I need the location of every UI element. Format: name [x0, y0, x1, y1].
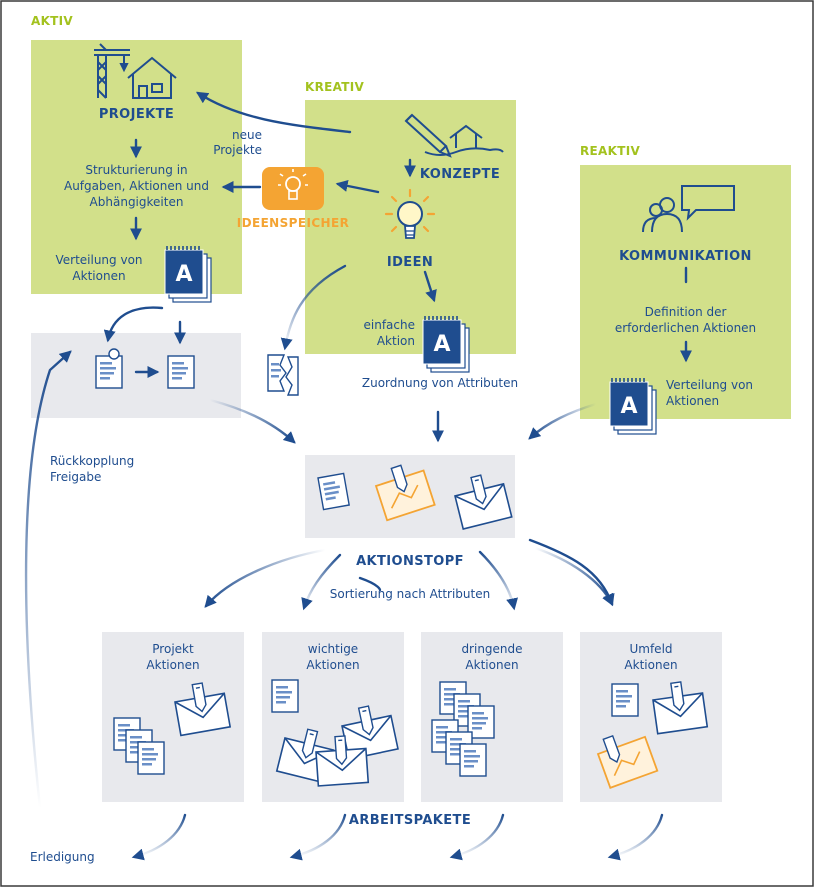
doc-with-pin-icon	[95, 348, 123, 389]
aktionstopf-label: AKTIONSTOPF	[356, 554, 464, 569]
neue-projekte-line-1: neue	[232, 128, 262, 142]
feedback-panel	[31, 333, 241, 418]
package-dringend-line-1: dringende	[461, 642, 523, 656]
fading-arrows	[24, 264, 664, 861]
aktiv-verteilung-line-2: Aktionen	[72, 269, 126, 283]
ideenspeicher-bulb-icon	[262, 167, 324, 210]
rueckkopplung-line-2: Freigabe	[50, 470, 102, 484]
section-label-aktiv: AKTIV	[31, 14, 74, 28]
communication-icon	[642, 185, 735, 233]
sketch-card-icon	[374, 464, 436, 522]
doc-icon	[137, 741, 165, 775]
package-dringend-line-2: Aktionen	[465, 658, 519, 672]
struktur-line-3: Abhängigkeiten	[89, 195, 184, 209]
projekte-label: PROJEKTE	[98, 107, 175, 122]
einfache-aktion-line-1: einfache	[363, 318, 416, 332]
section-label-reaktiv: REAKTIV	[580, 144, 641, 158]
package-wichtig-line-1: wichtige	[307, 642, 359, 656]
reaktiv-panel	[580, 165, 791, 419]
doc-icon	[459, 743, 487, 777]
definition-line-2: erforderlichen Aktionen	[614, 321, 757, 335]
arbeitspakete-label: ARBEITSPAKETE	[348, 813, 472, 828]
ideenspeicher-label: IDEENSPEICHER	[236, 216, 350, 230]
action-stack-letter: A	[433, 332, 451, 357]
doc-icon	[317, 472, 350, 511]
torn-doc-icon	[267, 354, 299, 396]
kommunikation-label: KOMMUNIKATION	[619, 249, 752, 264]
struktur-line-1: Strukturierung in	[85, 163, 188, 177]
einfache-aktion-line-2: Aktion	[376, 334, 415, 348]
aktiv-panel	[31, 40, 242, 294]
definition-line-1: Definition der	[644, 305, 727, 319]
package-umfeld-line-1: Umfeld	[629, 642, 673, 656]
crane-icon	[94, 43, 130, 99]
package-projekt-line-1: Projekt	[152, 642, 194, 656]
section-label-kreativ: KREATIV	[305, 80, 365, 94]
doc-icon	[167, 355, 195, 389]
package-projekt-line-2: Aktionen	[146, 658, 200, 672]
sketch-card-icon	[596, 734, 659, 789]
sortierung-label: Sortierung nach Attributen	[329, 587, 491, 601]
reaktiv-verteilung-line-1: Verteilung von	[666, 378, 754, 392]
struktur-line-2: Aufgaben, Aktionen und	[63, 179, 210, 193]
doc-icon	[611, 683, 639, 717]
pencil-sketch-icon	[404, 113, 504, 158]
ideen-label: IDEEN	[386, 255, 434, 270]
reaktiv-verteilung-line-2: Aktionen	[666, 394, 720, 408]
doc-icon	[271, 679, 299, 713]
action-stack-letter: A	[175, 262, 193, 287]
action-stack-letter: A	[620, 394, 638, 419]
house-icon	[127, 56, 177, 99]
aktiv-verteilung-line-1: Verteilung von	[55, 253, 143, 267]
konzepte-label: KONZEPTE	[419, 167, 501, 182]
package-umfeld-line-2: Aktionen	[624, 658, 678, 672]
idea-bulb-icon	[384, 188, 436, 239]
neue-projekte-line-2: Projekte	[213, 143, 262, 157]
erledigung-label: Erledigung	[30, 850, 95, 864]
rueckkopplung-line-1: Rückkopplung	[50, 454, 135, 468]
zuordnung-label: Zuordnung von Attributen	[361, 376, 519, 390]
package-wichtig-line-2: Aktionen	[306, 658, 360, 672]
